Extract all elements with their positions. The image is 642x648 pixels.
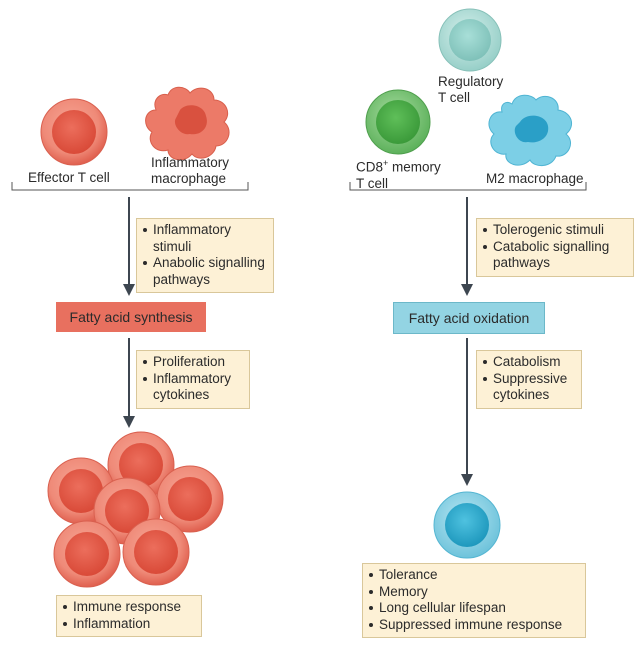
- left-arrow-2: [123, 338, 135, 428]
- right-result-box: Tolerance Memory Long cellular lifespan …: [362, 563, 586, 638]
- fatty-acid-oxidation-box: Fatty acid oxidation: [393, 302, 545, 334]
- list-item-continuation: cytokines: [153, 387, 210, 402]
- fatty-acid-synthesis-box: Fatty acid synthesis: [56, 302, 206, 332]
- list-item: Tolerogenic stimuli: [483, 222, 627, 239]
- list-item-continuation: pathways: [153, 271, 211, 287]
- list-item: Catabolism: [483, 354, 575, 371]
- list-item-continuation: pathways: [493, 255, 551, 270]
- list-item: Suppressive: [483, 371, 575, 388]
- m2-macrophage-label: M2 macrophage: [486, 171, 584, 186]
- inflammatory-macrophage-label: Inflammatory macrophage: [151, 155, 230, 186]
- left-result-box: Immune response Inflammation: [56, 595, 202, 637]
- effector-t-cell: [40, 98, 108, 166]
- cd8-memory-t-cell-label: CD8+ memory T cell: [356, 158, 441, 191]
- list-item: Tolerance: [369, 567, 579, 584]
- right-arrow-2: [461, 338, 473, 486]
- left-outcome-box: Proliferation Inflammatory cytokines: [136, 350, 250, 409]
- list-item: Anabolic signalling: [143, 255, 267, 272]
- effector-t-cell-label: Effector T cell: [28, 170, 110, 185]
- cluster-cell: [122, 518, 190, 586]
- left-stimuli-box: Inflammatory stimuli Anabolic signalling…: [136, 218, 274, 293]
- m2-macrophage: [488, 94, 573, 166]
- list-item: Inflammatory: [143, 371, 243, 388]
- proliferated-cell-cluster: [47, 431, 224, 588]
- regulatory-t-cell-label: Regulatory T cell: [438, 74, 504, 105]
- left-bracket: [11, 182, 249, 191]
- inflammatory-macrophage: [145, 86, 230, 161]
- list-item: Suppressed immune response: [369, 617, 579, 634]
- left-arrow-1: [123, 197, 135, 296]
- cluster-cell: [53, 520, 121, 588]
- list-item: Inflammation: [63, 616, 195, 633]
- list-item: Immune response: [63, 599, 195, 616]
- list-item: Inflammatory stimuli: [143, 222, 267, 255]
- right-stimuli-box: Tolerogenic stimuli Catabolic signalling…: [476, 218, 634, 277]
- list-item: Long cellular lifespan: [369, 600, 579, 617]
- right-bracket: [349, 182, 587, 191]
- list-item-continuation: cytokines: [493, 387, 550, 402]
- right-arrow-1: [461, 197, 473, 296]
- cluster-cell: [156, 465, 224, 533]
- list-item: Catabolic signalling: [483, 239, 627, 256]
- list-item: Memory: [369, 584, 579, 601]
- list-item: Proliferation: [143, 354, 243, 371]
- cd8-memory-t-cell: [365, 89, 431, 155]
- right-outcome-box: Catabolism Suppressive cytokines: [476, 350, 582, 409]
- long-lived-cell: [433, 491, 501, 559]
- regulatory-t-cell: [438, 8, 502, 72]
